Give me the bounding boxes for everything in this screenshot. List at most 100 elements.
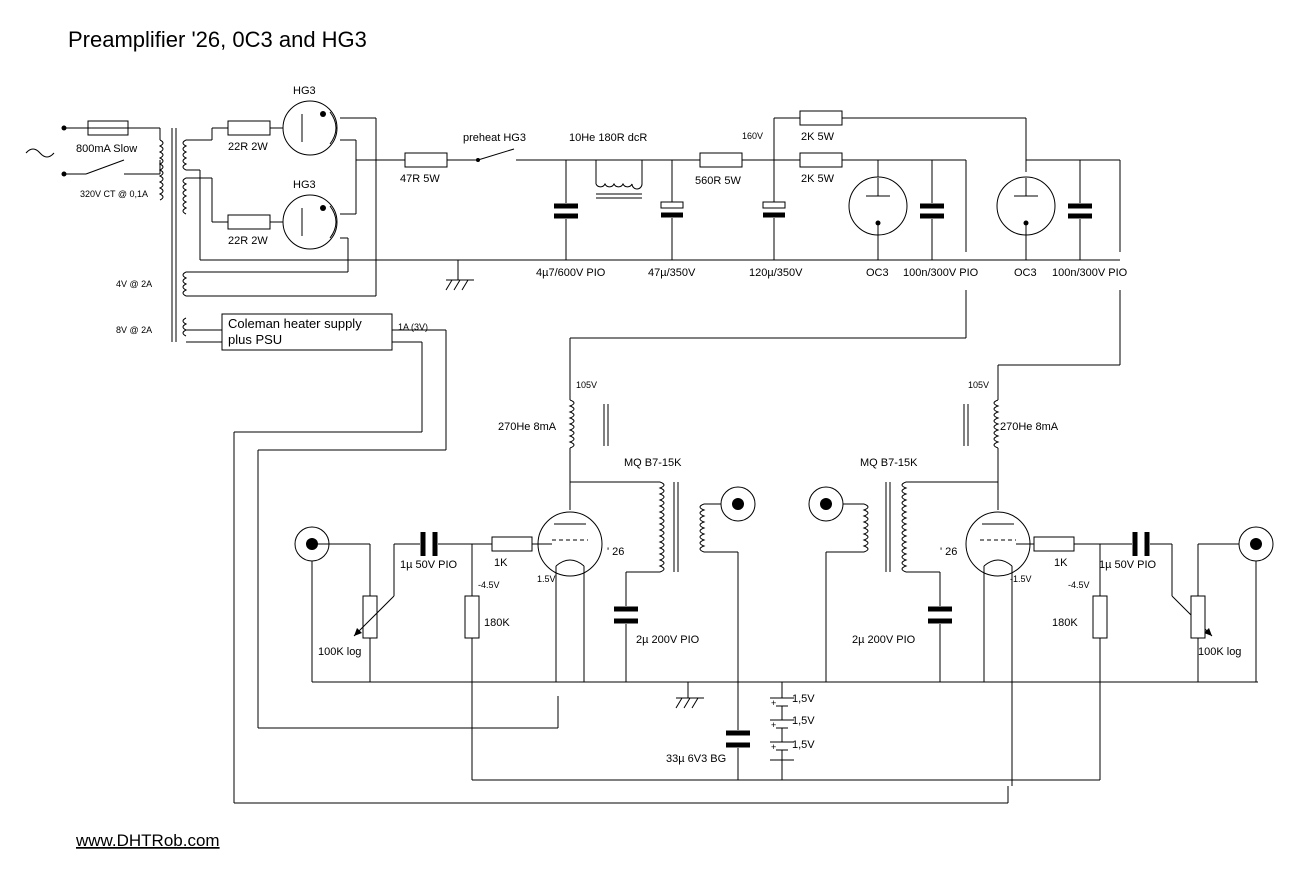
- tube-26-left: [537, 511, 603, 682]
- resistor-180k-left-label: 180K: [484, 617, 510, 629]
- resistor-1k-left: [491, 536, 533, 552]
- choke-10he: [595, 160, 643, 199]
- mains-input: [25, 125, 161, 177]
- resistor-2k-mid-label: 2K 5W: [801, 173, 835, 185]
- cap-120u: [762, 160, 786, 260]
- choke-270he-left: [568, 399, 609, 510]
- fuse-label: 800mA Slow: [76, 143, 137, 155]
- resistor-180k-right-label: 180K: [1052, 617, 1078, 629]
- resistor-47r-label: 47R 5W: [400, 173, 440, 185]
- tube-26-right-label: ' 26: [940, 546, 957, 558]
- bias-battery: + + +: [770, 682, 794, 780]
- resistor-2k-mid: [799, 152, 843, 168]
- cap-100n-left-label: 100n/300V PIO: [903, 267, 979, 279]
- cap-2u-left: [614, 606, 638, 682]
- resistor-1k-left-label: 1K: [494, 557, 508, 569]
- output-transformer-right-label: MQ B7-15K: [860, 457, 918, 469]
- rectifier-wiring: [186, 117, 1120, 297]
- resistor-22r-bottom: [227, 214, 271, 230]
- cap-100n-left: [920, 160, 944, 260]
- input-jack-left: [294, 526, 370, 682]
- cap-2u-right: [928, 606, 952, 682]
- choke-270he-right-label: 270He 8mA: [1000, 421, 1059, 433]
- winding-4v-label: 4V @ 2A: [116, 279, 152, 289]
- resistor-2k-top-label: 2K 5W: [801, 131, 835, 143]
- heater-supply-line1: Coleman heater supply: [228, 316, 362, 331]
- voltage-105v-left: 105V: [576, 380, 597, 390]
- diagram-title: Preamplifier '26, 0C3 and HG3: [68, 27, 367, 52]
- bias-left-label: -4.5V: [478, 580, 500, 590]
- resistor-2k-top: [799, 110, 843, 126]
- winding-8v-label: 8V @ 2A: [116, 325, 152, 335]
- output-jack-right: [808, 486, 844, 522]
- bias-right-label: -4.5V: [1068, 580, 1090, 590]
- voltage-105v-right: 105V: [968, 380, 989, 390]
- filament-right-label: -1.5V: [1010, 574, 1032, 584]
- battery-cell-3-label: 1,5V: [792, 739, 815, 751]
- oc3-left-label: OC3: [866, 267, 889, 279]
- cap-1u-left-label: 1µ 50V PIO: [400, 559, 458, 571]
- tube-26-right: [965, 511, 1031, 682]
- resistor-22r-top-label: 22R 2W: [228, 141, 268, 153]
- volume-pot-right-label: 100K log: [1198, 646, 1241, 658]
- transformer-primary-label: 320V CT @ 0,1A: [80, 189, 148, 199]
- svg-text:+: +: [771, 742, 776, 752]
- volume-pot-left-label: 100K log: [318, 646, 361, 658]
- power-transformer: [158, 128, 188, 342]
- battery-cell-2-label: 1,5V: [792, 715, 815, 727]
- output-jack-left: [720, 486, 756, 522]
- cap-1u-right-label: 1µ 50V PIO: [1099, 559, 1157, 571]
- choke-270he-right: [963, 399, 1000, 510]
- resistor-22r-bottom-label: 22R 2W: [228, 235, 268, 247]
- preheat-switch: [476, 148, 700, 162]
- heater-supply-line2: plus PSU: [228, 332, 282, 347]
- resistor-180k-right: [1092, 595, 1108, 639]
- cap-4u7: [554, 160, 578, 260]
- output-transformer-left: [570, 481, 739, 730]
- mains-fuse: [87, 120, 129, 136]
- filament-left-label: 1.5V: [537, 574, 556, 584]
- cap-1u-right: [1132, 532, 1172, 556]
- resistor-1k-right-label: 1K: [1054, 557, 1068, 569]
- heater-current-label: 1A (3V): [398, 322, 428, 332]
- resistor-180k-left: [464, 595, 480, 639]
- cap-33u: [726, 682, 750, 780]
- resistor-22r-top: [227, 120, 271, 136]
- svg-text:+: +: [771, 698, 776, 708]
- voltage-160v-label: 160V: [742, 131, 763, 141]
- volume-pot-right: [1171, 543, 1256, 682]
- oc3-tube-right: [996, 176, 1056, 260]
- heater-supply-box: [186, 313, 1009, 804]
- output-transformer-left-label: MQ B7-15K: [624, 457, 682, 469]
- svg-text:+: +: [771, 720, 776, 730]
- oc3-tube-left: [848, 160, 908, 260]
- hg3-bottom-label: HG3: [293, 179, 316, 191]
- cap-47u: [660, 160, 684, 260]
- resistor-1k-right: [1033, 536, 1075, 552]
- cap-100n-right-label: 100n/300V PIO: [1052, 267, 1128, 279]
- output-transformer-right: [825, 481, 998, 682]
- preheat-switch-label: preheat HG3: [463, 132, 526, 144]
- cap-2u-right-label: 2µ 200V PIO: [852, 634, 916, 646]
- hg3-tube-bottom: [282, 194, 338, 250]
- choke-10he-label: 10He 180R dcR: [569, 132, 647, 144]
- tube-26-left-label: ' 26: [607, 546, 624, 558]
- cap-4u7-label: 4µ7/600V PIO: [536, 267, 606, 279]
- cap-1u-left: [394, 532, 438, 556]
- oc3-right-label: OC3: [1014, 267, 1037, 279]
- footer-url: www.DHTRob.com: [75, 831, 220, 850]
- input-jack-right: [1238, 526, 1274, 682]
- choke-270he-left-label: 270He 8mA: [498, 421, 557, 433]
- resistor-47r: [404, 152, 448, 168]
- volume-pot-left: [353, 544, 395, 682]
- hg3-tube-top: [282, 100, 338, 156]
- resistor-560r-label: 560R 5W: [695, 175, 741, 187]
- cap-100n-right: [1068, 160, 1092, 260]
- hg3-top-label: HG3: [293, 85, 316, 97]
- cap-120u-label: 120µ/350V: [749, 267, 803, 279]
- cap-2u-left-label: 2µ 200V PIO: [636, 634, 700, 646]
- battery-cell-1-label: 1,5V: [792, 693, 815, 705]
- ground-symbol-amp: [675, 682, 704, 709]
- resistor-560r: [699, 152, 743, 168]
